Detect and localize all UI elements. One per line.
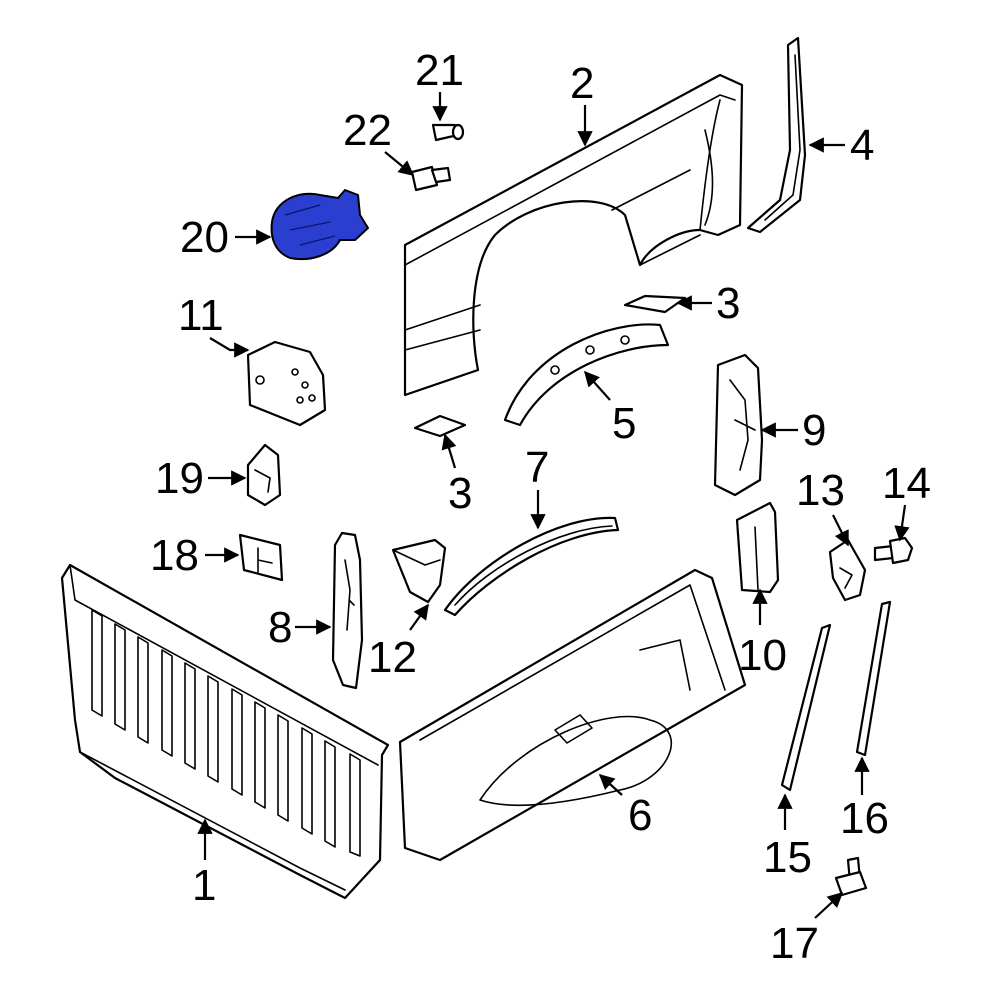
part-wheelhouse-arch[interactable] <box>503 323 670 427</box>
part-screw[interactable] <box>834 856 868 897</box>
part-inner-bracket-left[interactable] <box>331 531 364 690</box>
leader-12 <box>409 603 429 631</box>
leader-13 <box>832 514 849 547</box>
leader-11 <box>209 337 250 358</box>
callout-21: 21 <box>415 46 464 95</box>
callout-15: 15 <box>763 833 812 882</box>
part-seal-strip-left[interactable] <box>780 623 832 792</box>
callout-labels: 1 2 3 3 4 5 6 7 8 9 10 11 12 13 14 15 16… <box>150 46 931 968</box>
callout-3-lower: 3 <box>448 469 472 518</box>
part-mounting-bracket[interactable] <box>246 340 327 427</box>
callout-17: 17 <box>770 919 819 968</box>
part-small-bracket[interactable] <box>246 443 282 507</box>
part-small-plate[interactable] <box>828 538 867 602</box>
callout-16: 16 <box>840 794 889 843</box>
part-bolt[interactable] <box>873 536 914 565</box>
callout-10: 10 <box>738 631 787 680</box>
leader-17 <box>814 891 844 919</box>
part-fuel-door-highlighted[interactable] <box>270 189 369 260</box>
leader-6 <box>598 773 623 796</box>
callout-14: 14 <box>882 459 931 508</box>
leader-14 <box>894 504 910 542</box>
part-inner-bracket-right[interactable] <box>713 353 764 497</box>
part-bracket-upper[interactable] <box>623 294 687 314</box>
callout-18: 18 <box>150 531 199 580</box>
part-inner-panel[interactable] <box>398 568 747 862</box>
callout-12: 12 <box>368 633 417 682</box>
callout-1: 1 <box>192 861 216 910</box>
callout-8: 8 <box>268 603 292 652</box>
leader-lines <box>197 92 910 919</box>
part-bedside-outer-panel[interactable] <box>403 73 744 397</box>
callout-22: 22 <box>343 106 392 155</box>
leader-3b <box>441 433 457 469</box>
part-fastener[interactable] <box>410 165 452 192</box>
part-bracket-lower[interactable] <box>413 414 467 438</box>
callout-6: 6 <box>628 791 652 840</box>
leader-22 <box>384 151 415 176</box>
part-seal-strip-right[interactable] <box>855 600 892 757</box>
part-gusset[interactable] <box>391 538 447 604</box>
callout-13: 13 <box>796 466 845 515</box>
part-plate[interactable] <box>238 533 284 582</box>
part-stake-pocket[interactable] <box>735 501 780 594</box>
part-plug[interactable] <box>431 123 465 142</box>
callout-5: 5 <box>612 399 636 448</box>
callout-20: 20 <box>180 213 229 262</box>
callout-7: 7 <box>525 443 549 492</box>
part-front-panel[interactable] <box>60 563 390 900</box>
callout-11: 11 <box>178 291 224 340</box>
leader-5 <box>583 370 611 401</box>
callout-2: 2 <box>570 59 594 108</box>
callout-4: 4 <box>850 121 874 170</box>
part-corner-post[interactable] <box>746 36 807 234</box>
callout-9: 9 <box>802 406 826 455</box>
callout-19: 19 <box>155 454 204 503</box>
part-arch-strip[interactable] <box>443 516 620 617</box>
callout-3-upper: 3 <box>716 279 740 328</box>
